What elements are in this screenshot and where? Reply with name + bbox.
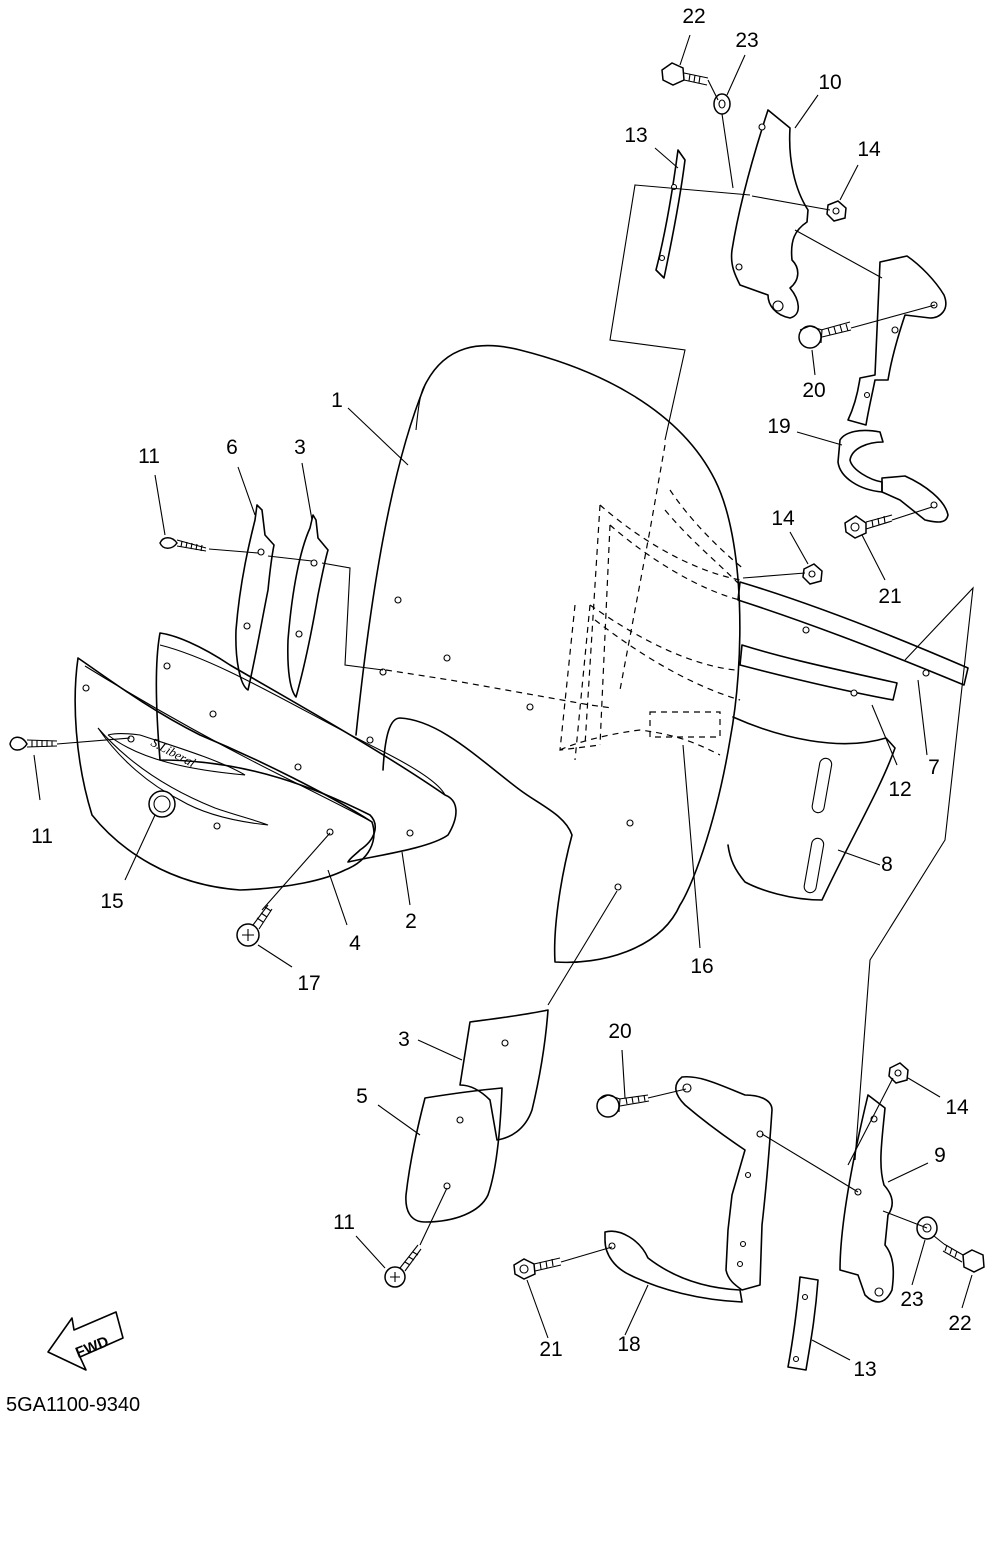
callout-17: 17 <box>297 972 320 995</box>
bolt-part-21-lower <box>513 1257 562 1280</box>
stay-part-18 <box>604 1075 773 1303</box>
bolt-part-20-upper <box>798 321 852 349</box>
fwd-label: FWD <box>73 1333 111 1362</box>
bolt-part-22-upper <box>661 62 709 86</box>
callout-19: 19 <box>767 415 790 438</box>
screw-part-11-left <box>9 736 58 751</box>
bolt-part-22-lower <box>942 1243 985 1273</box>
callout-16: 16 <box>690 955 713 978</box>
callout-11-left: 11 <box>31 825 53 848</box>
callout-23-upper: 23 <box>735 29 758 52</box>
callout-23-lower: 23 <box>900 1288 923 1311</box>
callout-21-lower: 21 <box>539 1338 562 1361</box>
callout-11-lower: 11 <box>333 1211 355 1234</box>
callout-4: 4 <box>349 932 361 955</box>
callout-12: 12 <box>888 778 911 801</box>
strip-part-7 <box>737 581 969 686</box>
callout-2: 2 <box>405 910 417 933</box>
bracket-part-9 <box>839 1094 895 1303</box>
windshield-part-1 <box>355 344 746 964</box>
bracket-part-6 <box>235 504 275 691</box>
callout-22-lower: 22 <box>948 1312 971 1335</box>
stay-part-19 <box>837 255 949 523</box>
callout-11-upper: 11 <box>138 445 160 468</box>
cover-panel-part-4 <box>74 657 375 891</box>
plate-part-13-lower <box>787 1276 819 1371</box>
plate-part-13-upper <box>655 149 686 279</box>
callout-10: 10 <box>818 71 841 94</box>
screw-part-11-upper <box>159 537 207 552</box>
callout-7: 7 <box>928 756 940 779</box>
bracket-part-10 <box>730 109 809 319</box>
bracket-part-3-lower <box>459 1009 549 1141</box>
emblem-text: S.Liberal <box>149 734 199 770</box>
bolt-part-20-lower <box>596 1094 650 1118</box>
callout-20-upper: 20 <box>802 379 825 402</box>
nut-part-14-middle <box>802 563 823 585</box>
callout-9: 9 <box>934 1144 946 1167</box>
emblem-part-15: S.Liberal <box>97 727 269 826</box>
screw-part-11-lower <box>384 1244 422 1288</box>
callout-18: 18 <box>617 1333 640 1356</box>
nut-part-14-upper <box>826 200 847 222</box>
callout-3-upper: 3 <box>294 436 306 459</box>
callout-20-lower: 20 <box>608 1020 631 1043</box>
callout-13-upper: 13 <box>624 124 647 147</box>
callout-14-middle: 14 <box>771 507 795 530</box>
callout-8: 8 <box>881 853 893 876</box>
plate-part-8 <box>727 716 896 901</box>
callout-22-upper: 22 <box>682 5 705 28</box>
callout-15: 15 <box>100 890 123 913</box>
callout-leaders <box>33 34 973 1361</box>
diagram-code: 5GA1100-9340 <box>6 1394 140 1416</box>
callout-14-lower: 14 <box>945 1096 969 1119</box>
bracket-part-5 <box>405 1087 503 1223</box>
bolt-part-21-upper <box>844 514 893 539</box>
bracket-part-3-upper <box>287 514 329 698</box>
fwd-arrow-icon: FWD <box>47 1311 124 1371</box>
callout-5: 5 <box>356 1085 368 1108</box>
strip-part-12 <box>739 644 898 701</box>
assembly-lines <box>56 79 974 1263</box>
callout-6: 6 <box>226 436 238 459</box>
nut-part-14-lower <box>888 1062 909 1084</box>
callout-13-lower: 13 <box>853 1358 876 1381</box>
visor-panel-part-2 <box>155 632 457 863</box>
callout-21-upper: 21 <box>878 585 901 608</box>
callout-1: 1 <box>331 389 343 412</box>
callout-labels: 1 2 3 3 4 5 6 7 8 9 10 11 11 11 12 13 13… <box>31 5 972 1381</box>
callout-14-upper: 14 <box>857 138 881 161</box>
callout-3-lower: 3 <box>398 1028 410 1051</box>
screw-part-17 <box>236 904 273 947</box>
